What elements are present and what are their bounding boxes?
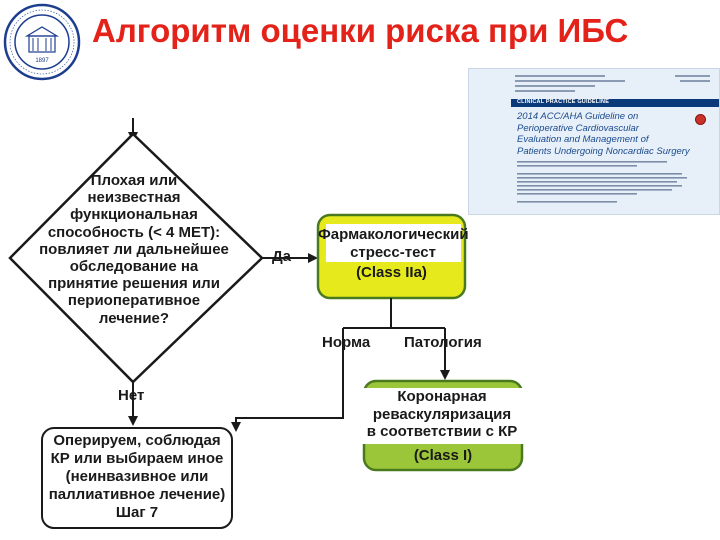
operate-box [41, 427, 233, 529]
revasc-text: Коронарная реваскуляризация в соответств… [366, 388, 518, 440]
stress-test-text: Фармакологический стресс-тест [318, 226, 469, 261]
paper-body-lines [517, 161, 687, 203]
paper-header-lines [515, 75, 710, 92]
section-bar [511, 99, 719, 107]
no-label: Нет [118, 387, 145, 404]
decision-text: Плохая или неизвестная функциональная сп… [39, 172, 229, 327]
yes-label: Да [272, 248, 292, 265]
stress-test-label-bg [326, 224, 461, 262]
stress-test-class: (Class IIa) [356, 264, 427, 281]
revasc-label-bg [358, 388, 526, 444]
operate-text: Оперируем, соблюдая КР или выбираем иное… [48, 432, 226, 521]
revasc-class: (Class I) [413, 447, 473, 464]
crossmark-icon [695, 114, 706, 125]
normal-label: Норма [322, 334, 371, 351]
section-label: CLINICAL PRACTICE GUIDELINE [517, 99, 610, 105]
paper-title: 2014 ACC/AHA Guideline on Perioperative … [517, 111, 690, 157]
normal-arrow [231, 408, 344, 432]
university-seal-icon: 1897 [3, 3, 81, 81]
page-title: Алгоритм оценки риска при ИБС [92, 12, 629, 49]
guideline-thumbnail: CLINICAL PRACTICE GUIDELINE 2014 ACC/AHA… [468, 68, 720, 215]
pathology-label: Патология [404, 334, 482, 351]
logo-year: 1897 [35, 58, 49, 64]
